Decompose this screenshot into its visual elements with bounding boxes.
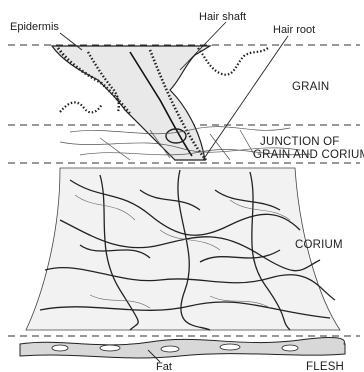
corium-fibre-bundles (26, 168, 340, 330)
fat-flesh-layer (20, 338, 345, 358)
label-junction-line2: GRAIN AND CORIUM (253, 149, 364, 161)
label-fat: Fat (156, 361, 172, 372)
label-flesh: FLESH (306, 361, 344, 372)
label-hair-shaft: Hair shaft (199, 11, 246, 23)
label-epidermis: Epidermis (10, 21, 59, 33)
corium-mass (26, 168, 340, 330)
grain-layer-illustration (52, 46, 268, 160)
label-hair-root: Hair root (273, 24, 315, 36)
label-corium: CORIUM (295, 239, 343, 251)
label-grain: GRAIN (292, 81, 329, 93)
surface-wave (198, 48, 268, 75)
sweat-gland-left (60, 102, 102, 112)
label-junction-line1: JUNCTION OF (260, 136, 340, 148)
